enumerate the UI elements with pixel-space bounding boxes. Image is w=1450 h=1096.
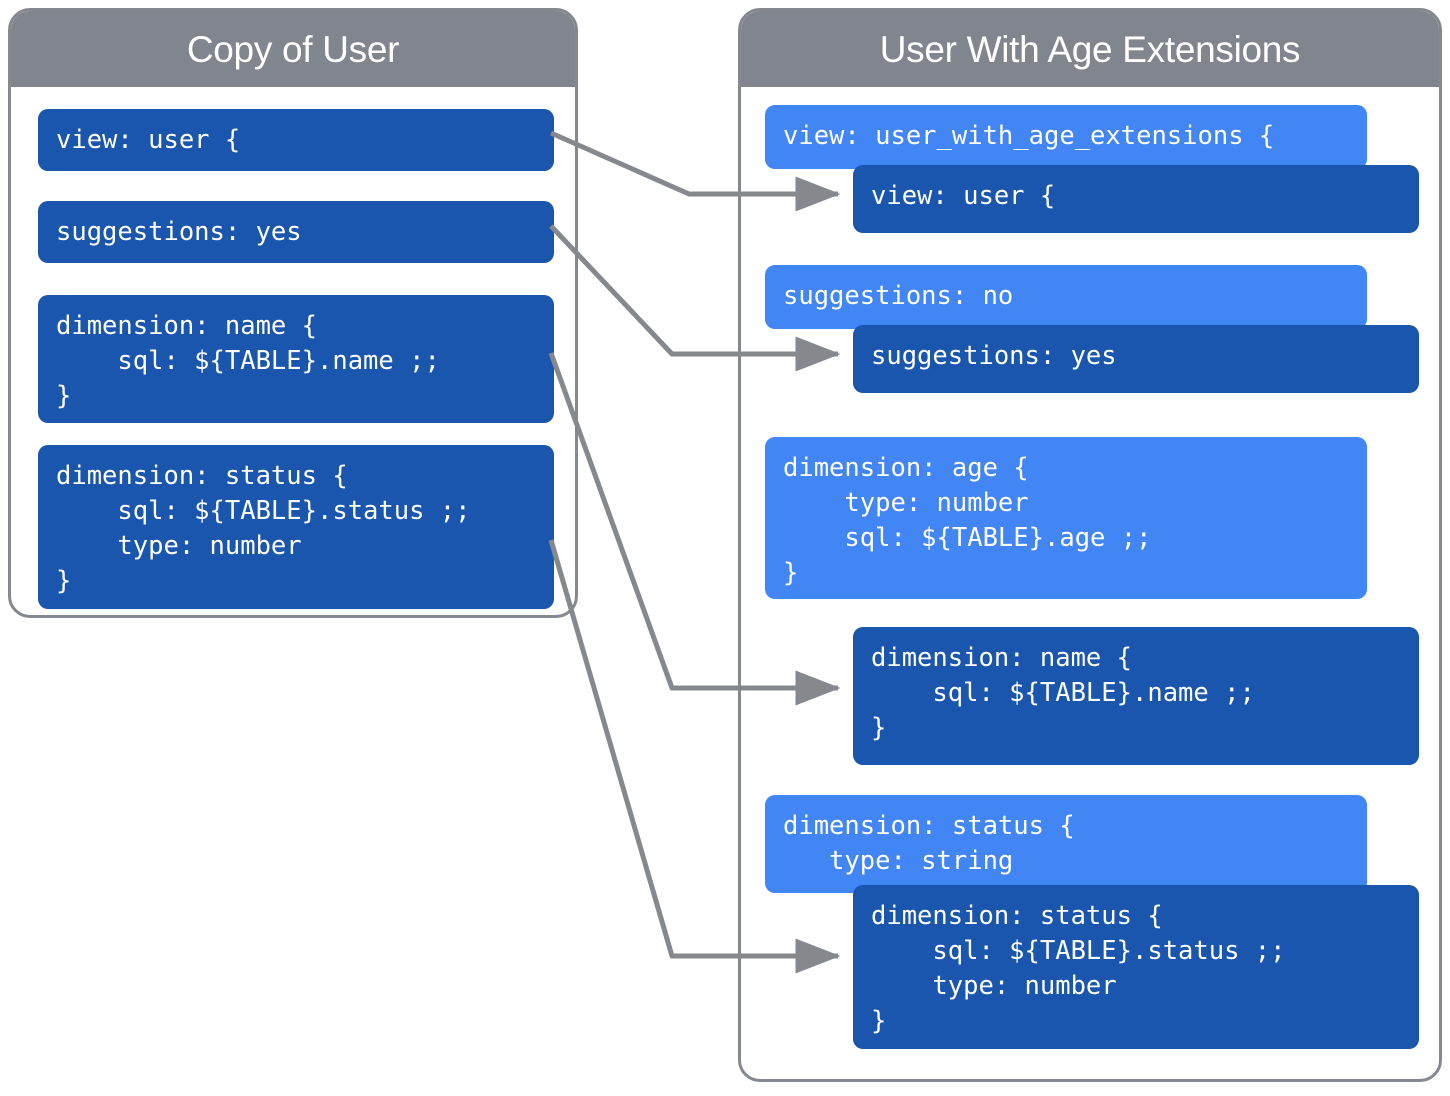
code-block-view[interactable]: view: user {	[38, 109, 554, 171]
code-block-view-extension[interactable]: view: user_with_age_extensions {	[765, 105, 1367, 169]
code-block-suggestions-inherited[interactable]: suggestions: yes	[853, 325, 1419, 393]
code-block-dimension-status-inherited[interactable]: dimension: status { sql: ${TABLE}.status…	[853, 885, 1419, 1049]
panel-copy-of-user: Copy of User view: user { suggestions: y…	[8, 8, 578, 618]
code-block-dimension-name[interactable]: dimension: name { sql: ${TABLE}.name ;; …	[38, 295, 554, 423]
panel-right-header: User With Age Extensions	[741, 11, 1439, 87]
code-block-dimension-status-extension[interactable]: dimension: status { type: string	[765, 795, 1367, 893]
code-block-dimension-name-inherited[interactable]: dimension: name { sql: ${TABLE}.name ;; …	[853, 627, 1419, 765]
code-block-suggestions[interactable]: suggestions: yes	[38, 201, 554, 263]
panel-right-title: User With Age Extensions	[879, 28, 1301, 70]
code-block-suggestions-extension[interactable]: suggestions: no	[765, 265, 1367, 329]
panel-user-with-age-extensions: User With Age Extensions view: user_with…	[738, 8, 1442, 1082]
code-block-dimension-status[interactable]: dimension: status { sql: ${TABLE}.status…	[38, 445, 554, 609]
code-block-view-inherited[interactable]: view: user {	[853, 165, 1419, 233]
code-block-dimension-age-extension[interactable]: dimension: age { type: number sql: ${TAB…	[765, 437, 1367, 599]
panel-left-title: Copy of User	[186, 28, 400, 70]
panel-left-header: Copy of User	[11, 11, 575, 87]
